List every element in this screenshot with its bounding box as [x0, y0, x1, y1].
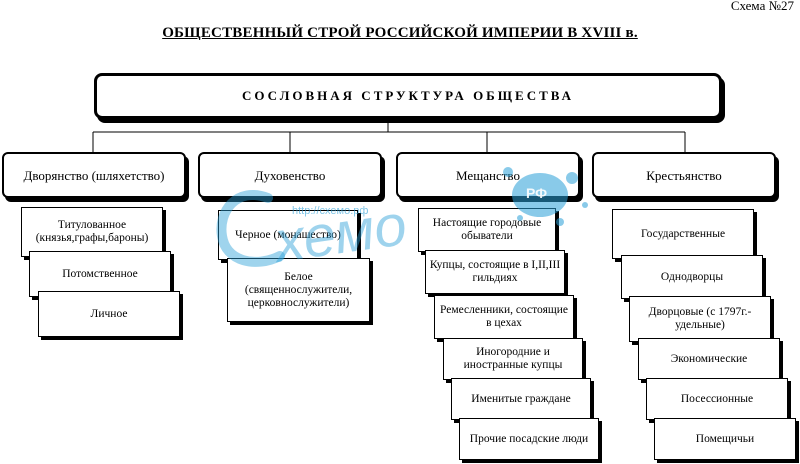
estate-townspeople: Мещанство	[396, 152, 580, 198]
nobility-item-hereditary: Потомственное	[29, 251, 171, 297]
estate-nobility: Дворянство (шляхетство)	[2, 152, 186, 198]
peasant-item-odnodvortsy: Однодворцы	[621, 255, 763, 299]
clergy-item-white: Белое (священнослужители, церковнослужит…	[227, 258, 370, 322]
scheme-number: Схема №27	[730, 0, 794, 13]
town-item-artisans: Ремесленники, состоящие в цехах	[434, 295, 574, 339]
peasant-item-economic: Экономические	[638, 338, 780, 380]
estate-clergy: Духовенство	[198, 152, 382, 198]
town-item-residents: Настоящие городовые обыватели	[418, 208, 556, 252]
nobility-item-personal: Личное	[38, 291, 180, 337]
peasant-item-possessional: Посессионные	[646, 378, 788, 420]
town-item-merchants: Купцы, состоящие в I,II,III гильдиях	[425, 250, 565, 294]
town-item-eminent-citizens: Именитые граждане	[451, 378, 591, 420]
peasant-item-court: Дворцовые (с 1797г.-удельные)	[629, 296, 771, 342]
town-item-foreign-merchants: Иногородние и иностранные купцы	[443, 338, 583, 380]
main-box-social-structure: СОСЛОВНАЯ СТРУКТУРА ОБЩЕСТВА	[94, 73, 722, 119]
estate-peasantry: Крестьянство	[592, 152, 776, 198]
peasant-item-landowner: Помещичьи	[654, 418, 796, 460]
peasant-item-state: Государственные	[612, 209, 754, 259]
clergy-item-black: Черное (монашество)	[218, 210, 358, 260]
nobility-item-titled: Титулованное (князья,графы,бароны)	[21, 207, 163, 257]
page-title: ОБЩЕСТВЕННЫЙ СТРОЙ РОССИЙСКОЙ ИМПЕРИИ В …	[162, 25, 638, 41]
town-item-other-posad: Прочие посадские люди	[459, 418, 599, 460]
